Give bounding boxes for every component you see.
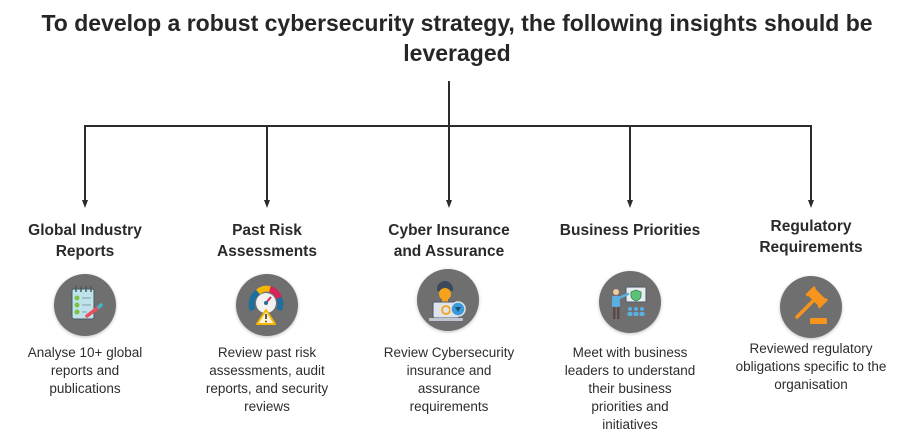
node-heading: Business Priorities — [559, 222, 701, 239]
node-heading: Global Industry Reports — [28, 222, 142, 260]
gavel-icon — [780, 276, 842, 338]
security-analyst-laptop-icon — [417, 269, 479, 331]
node-description: Review Cybersecurity insurance and assur… — [383, 345, 515, 414]
node-heading: Past Risk Assessments — [217, 222, 317, 260]
node-description: Analyse 10+ global reports and publicati… — [27, 345, 143, 396]
node-description: Reviewed regulatory obligations specific… — [735, 341, 887, 392]
notepad-checklist-icon — [54, 274, 116, 336]
diagram-title: To develop a robust cybersecurity strate… — [41, 10, 873, 66]
node-heading: Regulatory Requirements — [759, 218, 863, 256]
risk-gauge-warning-icon — [236, 274, 298, 336]
node-description: Meet with business leaders to understand… — [564, 345, 696, 432]
node-description: Review past risk assessments, audit repo… — [205, 345, 329, 414]
presentation-meeting-icon — [599, 271, 661, 333]
node-heading: Cyber Insurance and Assurance — [388, 222, 510, 260]
